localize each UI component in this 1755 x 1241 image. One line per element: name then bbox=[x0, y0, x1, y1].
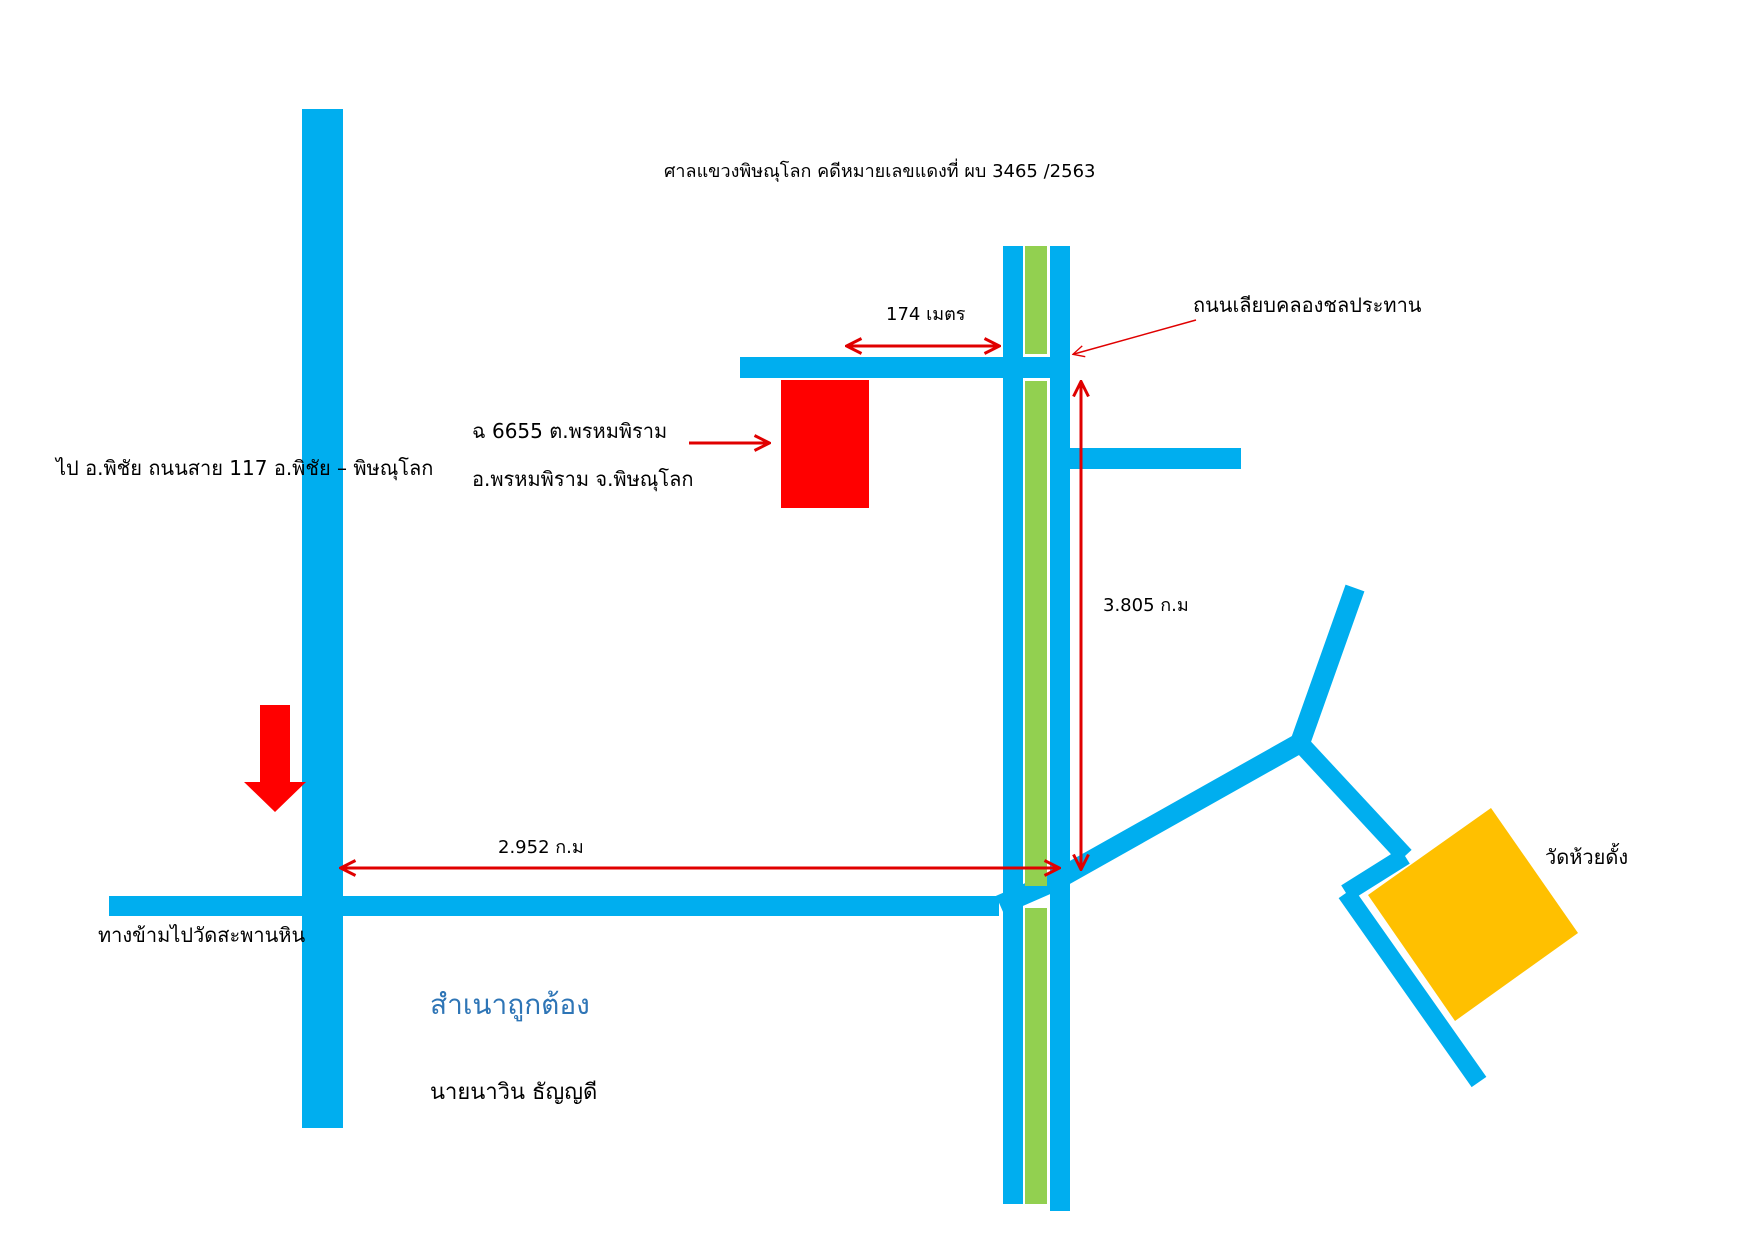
canal-road-label: ถนนเลียบคลองชลประทาน bbox=[1193, 293, 1422, 317]
certified-copy-label: สำเนาถูกต้อง bbox=[430, 988, 590, 1022]
canal-segment-bottom bbox=[1025, 908, 1047, 1204]
property-marker bbox=[781, 380, 869, 508]
bottom-road bbox=[109, 896, 999, 916]
signer-name: นายนาวิน ธัญญดี bbox=[430, 1080, 597, 1105]
property-label-line1: ฉ 6655 ต.พรหมพิราม bbox=[472, 419, 667, 443]
top-side-road bbox=[740, 357, 1050, 378]
highway-label: ไป อ.พิชัย ถนนสาย 117 อ.พิชัย – พิษณุโลก bbox=[54, 456, 433, 481]
canal-segment-middle bbox=[1025, 381, 1047, 886]
crossing-label: ทางข้ามไปวัดสะพานหิน bbox=[98, 923, 305, 947]
distance-label-2952km: 2.952 ก.ม bbox=[498, 837, 584, 858]
canal-road-left bbox=[1003, 246, 1023, 1204]
roads bbox=[109, 109, 1487, 1211]
direction-down-arrow bbox=[244, 705, 306, 812]
temple-access-road bbox=[1293, 736, 1412, 863]
canal-segment-top bbox=[1025, 246, 1047, 354]
distance-label-174m: 174 เมตร bbox=[886, 304, 966, 325]
temple-marker bbox=[1368, 808, 1578, 1021]
diagonal-road-join bbox=[996, 868, 1066, 915]
irrigation-canal bbox=[1025, 246, 1047, 1204]
page-title: ศาลแขวงพิษณุโลก คดีหมายเลขแดงที่ ผบ 3465… bbox=[664, 158, 1095, 182]
highway-117-road bbox=[302, 109, 343, 1128]
property-label-line2: อ.พรหมพิราม จ.พิษณุโลก bbox=[472, 467, 693, 492]
temple-access-road-2 bbox=[1341, 848, 1410, 901]
canal-road-right bbox=[1050, 246, 1070, 1211]
distance-label-3805km: 3.805 ก.ม bbox=[1103, 595, 1189, 616]
temple-south-road bbox=[1338, 887, 1487, 1088]
canal-road-pointer-arrow bbox=[1074, 319, 1197, 354]
east-side-road bbox=[1050, 448, 1241, 469]
north-branch-road bbox=[1290, 584, 1365, 747]
temple-label: วัดห้วยดั้ง bbox=[1545, 843, 1628, 869]
diagonal-road bbox=[1055, 734, 1305, 887]
